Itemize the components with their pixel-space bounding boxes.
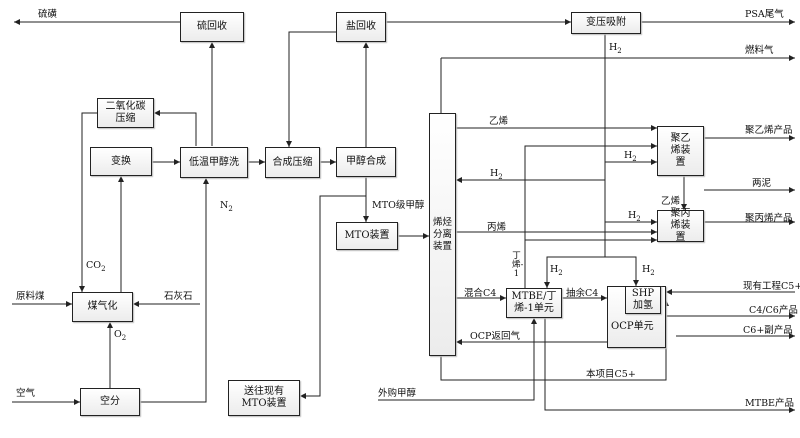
label-h2-psa: H2 [609,42,622,55]
line-co2-up [154,110,197,146]
label-waste-liquid: 两泥 [752,178,772,189]
label-h2-shp: H2 [642,264,655,277]
label-h2-pe: H2 [624,150,637,163]
salt-recovery-unit: 盐回收 [336,12,386,42]
label-n2: N2 [220,200,233,213]
label-c4c6-product: C4/C6产品 [749,305,798,316]
label-limestone: 石灰石 [164,291,193,302]
label-fuel-gas: 燃料气 [745,45,774,56]
shp-unit: SHP加氢 [625,286,661,314]
label-ocp-return: OCP返回气 [470,331,520,342]
label-pp-product: 聚丙烯产品 [745,213,793,224]
label-existing-c5: 现有工程C5+ [743,281,800,292]
sulfur-recovery-unit: 硫回收 [180,12,244,42]
label-psa-tail-gas: PSA尾气 [745,9,784,20]
rectisol-unit: 低温甲醇洗 [180,147,248,178]
label-mtbe-product: MTBE产品 [745,398,794,409]
label-c6-byproduct: C6+副产品 [743,325,793,336]
pe-unit: 聚乙烯装置 [657,126,704,176]
label-mto-methanol: MTO级甲醇 [372,200,425,211]
label-h2-sep: H2 [490,168,503,181]
line-h2-to-shp [605,256,639,286]
label-pe-product: 聚乙烯产品 [745,125,793,136]
line-salt-to-comp [286,31,336,147]
label-raw-coal: 原料煤 [16,291,45,302]
olefin-separation-unit: 烯烃分离装置 [429,113,456,356]
mto-unit: MTO装置 [336,222,398,250]
label-propylene: 丙烯 [487,222,507,233]
label-ethylene-1: 乙烯 [489,116,509,127]
ocp-unit-label: OCP单元 [611,321,654,332]
co2-compression-unit: 二氧化碳压缩 [97,98,154,128]
existing-mto-unit: 送往现有MTO装置 [228,380,300,416]
line-mtbe-product [544,318,795,413]
line-n2 [140,178,209,403]
air-separation-unit: 空分 [80,388,140,416]
methanol-synthesis-unit: 甲醇合成 [336,147,396,177]
gasification-unit: 煤气化 [72,292,133,322]
line-to-existing-mto [300,195,366,399]
mtbe-butene1-unit: MTBE/丁烯-1单元 [506,288,562,318]
label-mixed-c4: 混合C4 [464,288,497,299]
shift-unit: 变换 [90,147,152,176]
line-purchased-meoh [378,318,537,401]
line-project-c5 [440,300,669,381]
syngas-compression-unit: 合成压缩 [265,147,320,178]
label-ethylene-2: 乙烯 [661,196,681,207]
line-co2-to-gasifier [79,112,97,292]
label-purchased-methanol: 外购甲醇 [378,388,417,399]
psa-unit: 变压吸附 [571,12,641,34]
line-butene1 [524,143,657,288]
label-sulfur: 硫磺 [38,9,58,20]
label-co2: CO2 [86,260,106,273]
label-project-c5: 本项目C5+ [586,369,636,380]
line-h2-to-mtbe [544,256,605,288]
label-h2-mtbe: H2 [550,264,563,277]
label-o2: O2 [114,329,127,342]
label-raffinate-c4: 抽余C4 [566,288,599,299]
label-butene1: 丁烯-1 [512,251,524,279]
label-h2-pp: H2 [628,210,641,223]
label-air: 空气 [16,388,36,399]
pp-unit: 聚丙烯装置 [657,208,704,243]
